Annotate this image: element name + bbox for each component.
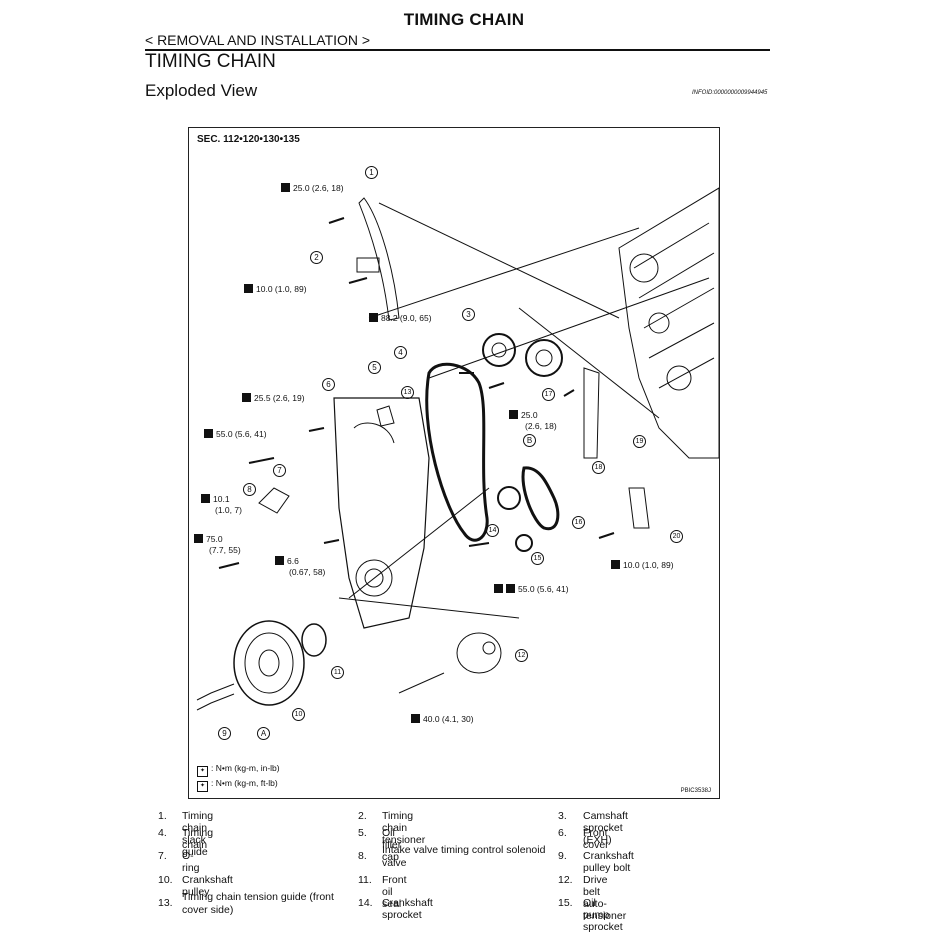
callout-7: 7 xyxy=(273,464,286,477)
callout-15: 15 xyxy=(531,552,544,565)
torque-label: 75.0 xyxy=(194,534,223,544)
oil-pump-sprocket xyxy=(515,534,533,552)
info-id: INFOID:0000000009944945 xyxy=(692,90,768,96)
callout-a: A xyxy=(257,727,270,740)
breadcrumb[interactable]: < REMOVAL AND INSTALLATION > xyxy=(145,32,371,48)
torque-label: 10.0 (1.0, 89) xyxy=(244,284,307,294)
crank-sprocket xyxy=(497,486,521,510)
torque-label: (1.0, 7) xyxy=(215,505,242,515)
torque-label: (2.6, 18) xyxy=(525,421,557,431)
torque-label: 88.2 (9.0, 65) xyxy=(369,313,432,323)
callout-12: 12 xyxy=(515,649,528,662)
callout-3: 3 xyxy=(462,308,475,321)
torque-label: 10.1 xyxy=(201,494,230,504)
torque-label: 40.0 (4.1, 30) xyxy=(411,714,474,724)
callout-9: 9 xyxy=(218,727,231,740)
exploded-view-drawing xyxy=(196,187,719,711)
callout-17: 17 xyxy=(542,388,555,401)
callout-2: 2 xyxy=(310,251,323,264)
timing-chain xyxy=(425,362,489,542)
slack-guide xyxy=(358,197,400,321)
callout-11: 11 xyxy=(331,666,344,679)
subtitle: Exploded View xyxy=(145,81,258,100)
callout-4: 4 xyxy=(394,346,407,359)
torque-label: 25.0 xyxy=(509,410,538,420)
callout-19: 19 xyxy=(633,435,646,448)
section-codes: SEC. 112•120•130•135 xyxy=(197,134,300,145)
exploded-view-figure: SEC. 112•120•130•135 xyxy=(188,127,720,799)
callout-18: 18 xyxy=(592,461,605,474)
figure-id: PBIC3538J xyxy=(680,788,711,794)
torque-label: 25.5 (2.6, 19) xyxy=(242,393,305,403)
torque-label: (0.67, 58) xyxy=(289,567,326,577)
header-divider xyxy=(145,49,770,51)
engine-block xyxy=(618,187,719,459)
callout-6: 6 xyxy=(322,378,335,391)
torque-label: 25.0 (2.6, 18) xyxy=(281,183,344,193)
callout-14: 14 xyxy=(486,524,499,537)
torque-label: 6.6 xyxy=(275,556,299,566)
torque-label: (7.7, 55) xyxy=(209,545,241,555)
crank-pulley xyxy=(233,620,305,706)
front-cover-outline xyxy=(333,397,430,629)
callout-13: 13 xyxy=(401,386,414,399)
int-sprocket xyxy=(525,339,563,377)
callout-5: 5 xyxy=(368,361,381,374)
callout-b: B xyxy=(523,434,536,447)
torque-label: 55.0 (5.6, 41) xyxy=(494,584,569,594)
exh-sprocket xyxy=(482,333,516,367)
page-header-title: TIMING CHAIN xyxy=(403,10,525,29)
tension-guide xyxy=(583,367,600,459)
section-title: TIMING CHAIN xyxy=(145,51,276,72)
callout-10: 10 xyxy=(292,708,305,721)
callout-20: 20 xyxy=(670,530,683,543)
legend-item: ✦: N•m (kg-m, ft-lb) xyxy=(197,778,278,792)
callout-16: 16 xyxy=(572,516,585,529)
callout-8: 8 xyxy=(243,483,256,496)
legend-item: ✦: N•m (kg-m, in-lb) xyxy=(197,763,280,777)
torque-label: 55.0 (5.6, 41) xyxy=(204,429,267,439)
callout-1: 1 xyxy=(365,166,378,179)
chain-tensioner xyxy=(356,257,380,273)
torque-label: 10.0 (1.0, 89) xyxy=(611,560,674,570)
